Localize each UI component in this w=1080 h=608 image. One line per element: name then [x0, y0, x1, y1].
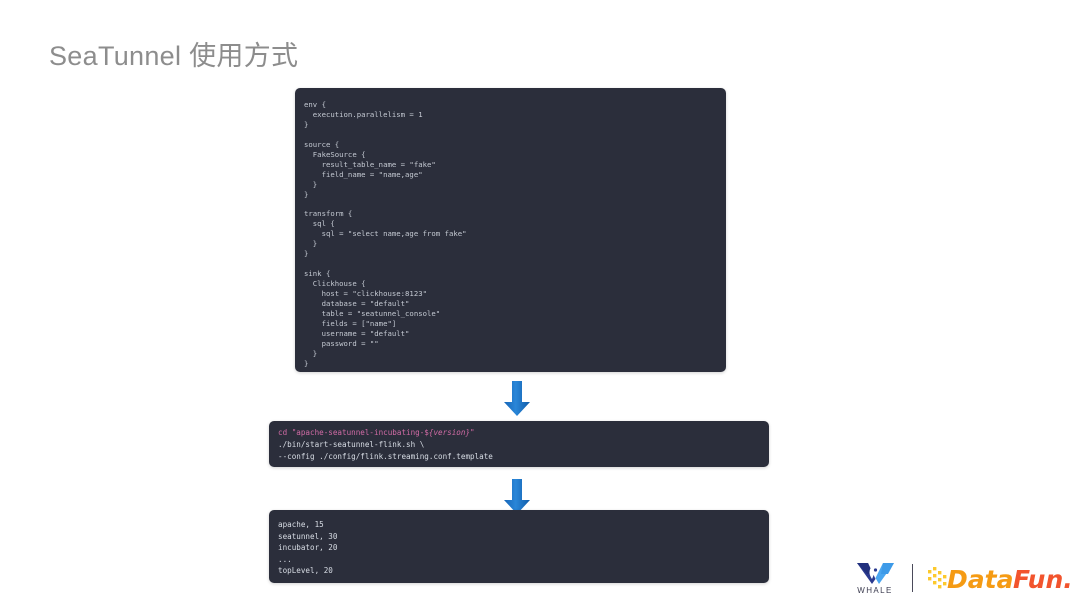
datafun-text-fun: Fun.: [1013, 565, 1070, 592]
datafun-wordmark-icon: Data Fun.: [928, 565, 1070, 592]
datafun-text-data: Data: [947, 565, 1013, 592]
logo-divider: [912, 564, 913, 592]
command-line-3: --config ./config/flink.streaming.conf.t…: [278, 451, 493, 461]
output-code-text: apache, 15 seatunnel, 30 incubator, 20 .…: [278, 520, 338, 576]
command-line-2: ./bin/start-seatunnel-flink.sh \: [278, 439, 425, 449]
footer-logos: WHALE Data Fun.: [846, 556, 1072, 600]
config-code-panel: env { execution.parallelism = 1 } source…: [295, 88, 726, 372]
whale-mark-icon: [856, 562, 894, 584]
arrow-down-glyph: [504, 381, 530, 416]
command-line-1-prefix: cd "apache-seatunnel-incubating-$: [278, 428, 429, 437]
config-code-text: env { execution.parallelism = 1 } source…: [304, 100, 467, 368]
whale-wordmark: WHALE: [857, 585, 893, 595]
datafun-dots: [928, 566, 947, 588]
command-version-variable: {version}: [428, 428, 471, 437]
datafun-logo: Data Fun.: [927, 565, 1070, 592]
command-code-text: cd "apache-seatunnel-incubating-${versio…: [278, 427, 769, 462]
whale-logo: WHALE: [846, 562, 904, 595]
page-title: SeaTunnel 使用方式: [49, 41, 299, 71]
arrow-down-glyph: [504, 479, 530, 514]
command-code-panel: cd "apache-seatunnel-incubating-${versio…: [269, 421, 769, 467]
command-line-1-suffix: ": [470, 428, 475, 437]
output-code-panel: apache, 15 seatunnel, 30 incubator, 20 .…: [269, 510, 769, 583]
arrow-down-icon: [503, 479, 531, 515]
arrow-down-icon: [503, 381, 531, 417]
